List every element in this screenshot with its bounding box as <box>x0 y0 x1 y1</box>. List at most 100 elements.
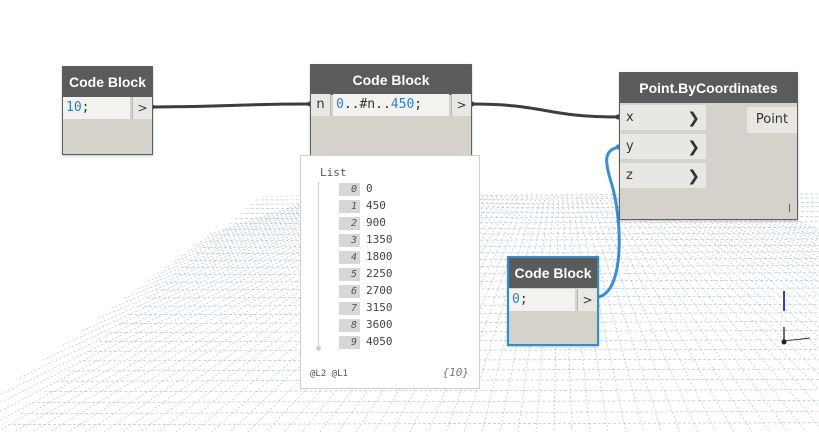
list-index: 0 <box>339 183 360 196</box>
preview-list-label: List <box>320 166 347 179</box>
grid-fade-mask <box>0 0 819 392</box>
preview-tree-dot <box>316 346 321 351</box>
code-block-node-2[interactable]: Code Block n 0..#n..450; > <box>310 64 472 157</box>
list-value: 1800 <box>366 250 393 263</box>
code-input[interactable]: 0..#n..450; <box>333 94 449 116</box>
grid-line <box>667 195 819 303</box>
node-title[interactable]: Code Block <box>509 258 597 288</box>
grid-line <box>553 195 559 432</box>
grid-line <box>720 195 819 243</box>
list-index: 9 <box>339 336 360 349</box>
list-value: 4050 <box>366 335 393 348</box>
code-terminator: ; <box>414 97 423 112</box>
list-index: 3 <box>339 234 360 247</box>
output-port[interactable]: > <box>577 289 597 311</box>
grid-line <box>580 195 645 432</box>
grid-line <box>173 272 819 276</box>
grid-line <box>610 195 771 432</box>
output-port-point[interactable]: Point <box>747 107 797 133</box>
grid-line <box>597 195 717 432</box>
grid-line <box>624 195 819 427</box>
list-value: 2250 <box>366 267 393 280</box>
input-port-x[interactable]: x ❯ <box>620 105 706 131</box>
grid-line <box>229 221 819 225</box>
list-count: {10} <box>442 366 470 379</box>
grid-line <box>119 321 819 324</box>
code-value: 0 <box>512 292 520 307</box>
list-value: 3600 <box>366 318 393 331</box>
grid-line <box>463 195 537 432</box>
code-block-node-1[interactable]: Code Block 10; > <box>62 66 153 155</box>
input-port-y[interactable]: y ❯ <box>620 134 706 160</box>
code-terminator: ; <box>519 292 528 307</box>
grid-line <box>44 389 819 393</box>
grid-line <box>0 195 410 404</box>
list-index: 6 <box>339 285 360 298</box>
grid-line <box>716 195 819 247</box>
grid-line <box>654 195 819 328</box>
grid-line <box>147 295 819 299</box>
list-levels: @L2 @L1 <box>310 369 348 379</box>
input-port-n[interactable]: n <box>311 94 331 116</box>
code-block-node-3[interactable]: Code Block 0; > <box>507 256 599 346</box>
grid-line <box>562 195 573 432</box>
port-label: z <box>626 168 633 183</box>
input-port-z[interactable]: z ❯ <box>620 163 706 189</box>
grid-line <box>7 422 819 426</box>
list-index: 4 <box>339 251 360 264</box>
list-index: 1 <box>339 200 360 213</box>
grid-line <box>650 195 819 338</box>
grid-line <box>685 195 819 277</box>
grid-line <box>156 287 819 291</box>
output-port[interactable]: > <box>132 97 152 119</box>
list-index: 7 <box>339 302 360 315</box>
grid-line <box>255 197 819 201</box>
code-end: 450 <box>390 97 415 112</box>
grid-line <box>188 258 819 261</box>
list-index: 5 <box>339 268 360 281</box>
node-title[interactable]: Code Block <box>311 65 471 95</box>
grid-line <box>676 195 819 289</box>
grid-line <box>535 195 555 432</box>
chevron-right-icon: ❯ <box>687 138 700 156</box>
grid-line <box>0 195 340 314</box>
grid-line <box>13 195 428 432</box>
grid-line <box>0 195 419 421</box>
list-index: 2 <box>339 217 360 230</box>
grid-line <box>391 195 520 432</box>
chevron-right-icon: ❯ <box>687 167 700 185</box>
port-label: x <box>626 110 634 125</box>
lacing-indicator[interactable]: l <box>787 202 791 215</box>
grid-line <box>445 195 533 432</box>
node-title[interactable]: Code Block <box>63 67 152 97</box>
grid-line <box>606 195 753 432</box>
output-port[interactable]: > <box>451 94 471 116</box>
code-start: 0 <box>336 97 344 112</box>
list-value: 450 <box>366 199 386 212</box>
port-label: y <box>626 139 634 154</box>
axis-gizmo <box>781 291 810 345</box>
grid-line <box>729 195 819 237</box>
grid-line <box>707 195 819 254</box>
list-value: 2700 <box>366 284 393 297</box>
node-title[interactable]: Point.ByCoordinates <box>620 73 797 103</box>
code-terminator: ; <box>81 100 90 115</box>
code-value: 10 <box>66 100 82 115</box>
preview-bubble[interactable]: List 0 0 1 450 2 900 3 1350 4 1800 5 225… <box>300 155 480 389</box>
code-input[interactable]: 0; <box>509 289 575 311</box>
grid-line <box>0 195 331 306</box>
list-value: 900 <box>366 216 386 229</box>
grid-line <box>0 195 388 368</box>
list-index: 8 <box>339 319 360 332</box>
grid-line <box>32 400 819 403</box>
code-input[interactable]: 10; <box>63 97 130 119</box>
list-value: 0 <box>366 182 373 195</box>
point-by-coordinates-node[interactable]: Point.ByCoordinates x ❯ y ❯ z ❯ Point l <box>619 72 798 220</box>
grid-line <box>109 330 819 333</box>
grid-line <box>85 195 445 432</box>
list-value: 3150 <box>366 301 393 314</box>
grid-line <box>575 195 627 432</box>
grid-line <box>689 195 819 272</box>
code-mid: ..#n.. <box>343 97 391 112</box>
